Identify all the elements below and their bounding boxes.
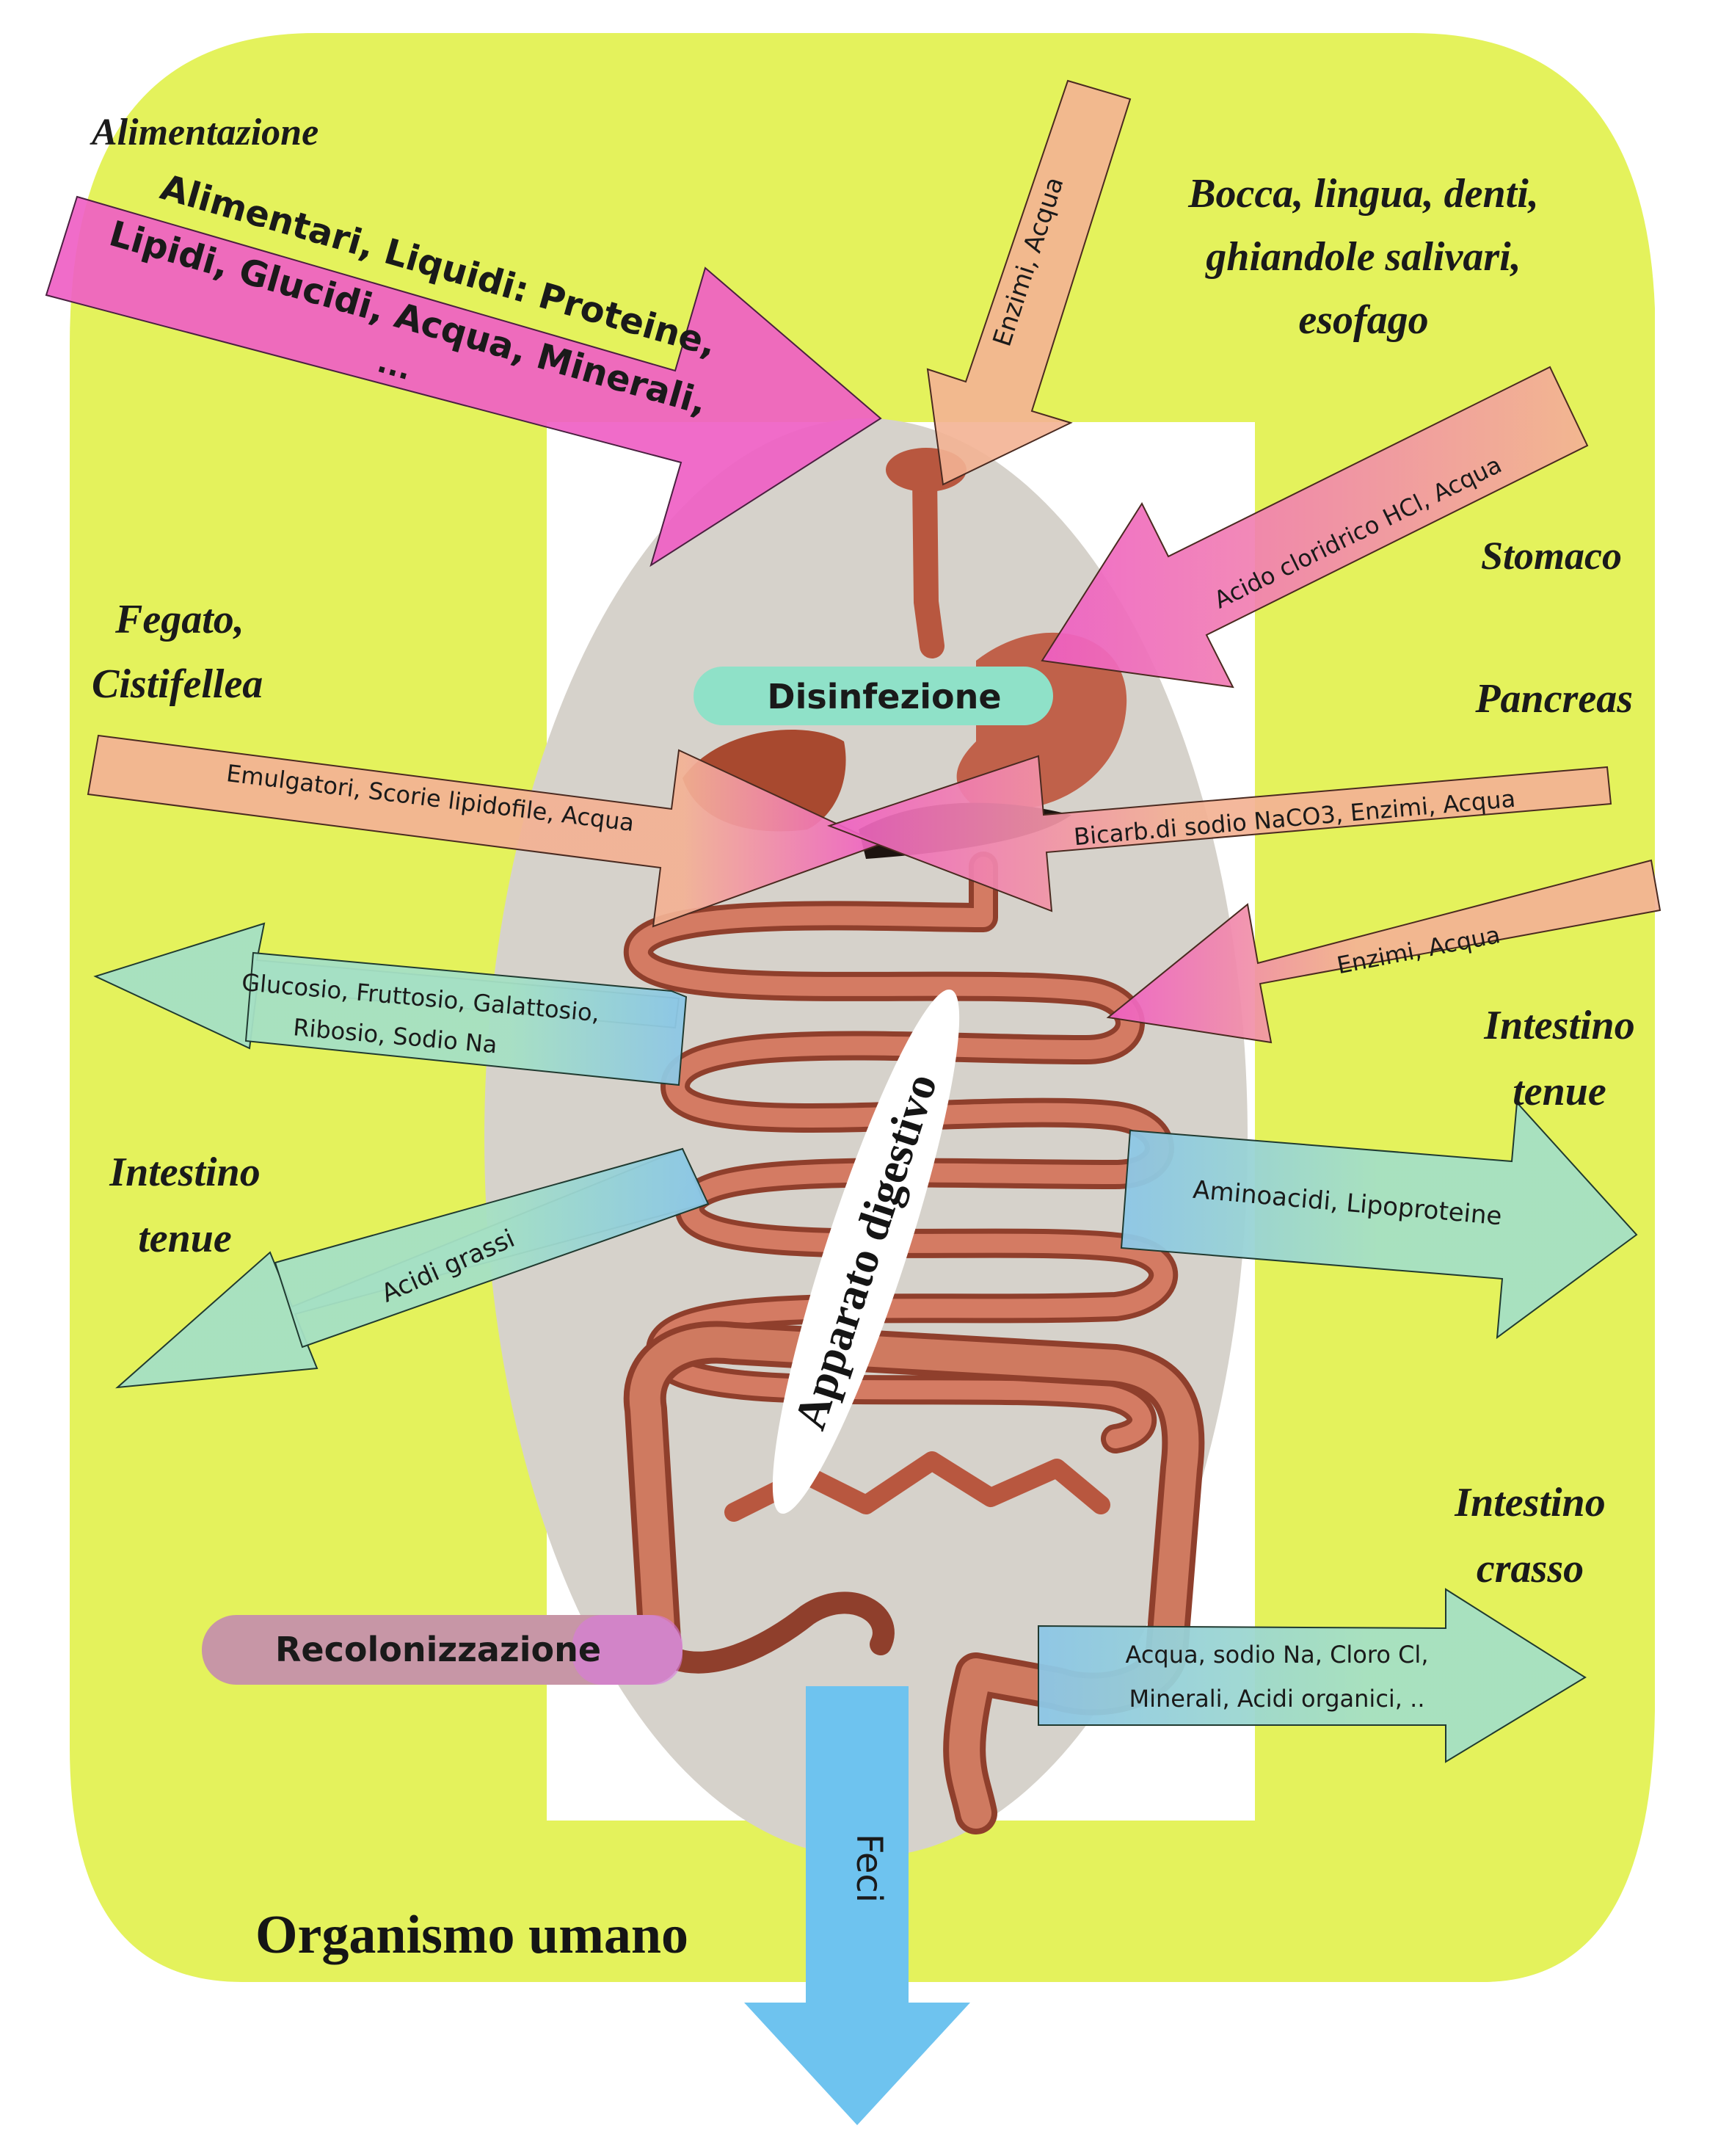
bicarbonato-arrow [827, 755, 1612, 912]
recolonizzazione-pill-tail [572, 1615, 683, 1685]
label-intestino-tenue-right-line2: tenue [1513, 1069, 1606, 1114]
enzimi-mid-arrow [1106, 859, 1661, 1044]
label-bocca-line2: ghiandole salivari, [1204, 234, 1521, 280]
label-recolonizzazione: Recolonizzazione [275, 1630, 601, 1669]
aminoacidi-arrow [1120, 1100, 1638, 1340]
label-feci: Feci [848, 1834, 889, 1903]
label-fegato-line1: Fegato, [114, 597, 244, 642]
food-intake-arrow [45, 195, 882, 567]
disinfezione-pill [694, 667, 1053, 725]
label-stomaco: Stomaco [1481, 534, 1622, 578]
label-bocca-line1: Bocca, lingua, denti, [1187, 171, 1539, 217]
label-bocca-line3: esofago [1298, 297, 1428, 343]
label-pancreas: Pancreas [1474, 676, 1633, 722]
label-disinfezione: Disinfezione [767, 677, 1001, 716]
label-intestino-crasso-line1: Intestino [1454, 1480, 1605, 1525]
emulgatori-arrow [87, 734, 883, 928]
acidi-grassi-arrow-body [274, 1147, 710, 1349]
acido-cloridrico-arrow [1041, 366, 1589, 689]
enzimi-top-arrow [926, 79, 1132, 486]
recolonizzazione-pill [202, 1615, 683, 1685]
glucosio-arrow-body [244, 951, 688, 1086]
label-intestino-tenue-left-line1: Intestino [109, 1150, 260, 1195]
label-intestino-crasso-line2: crasso [1477, 1546, 1584, 1591]
acqua-minerali-arrow [1038, 1588, 1587, 1763]
acqua-line1: Acqua, sodio Na, Cloro Cl, [1126, 1641, 1429, 1669]
label-fegato-line2: Cistifellea [92, 661, 263, 707]
label-organismo-umano: Organismo umano [255, 1905, 688, 1965]
apparato-digestivo-ellipse [772, 989, 960, 1514]
label-alimentazione: Alimentazione [90, 112, 319, 153]
label-intestino-tenue-right-line1: Intestino [1483, 1003, 1634, 1048]
feci-arrow [744, 1686, 970, 2125]
acqua-line2: Minerali, Acidi organici, .. [1129, 1685, 1425, 1713]
label-intestino-tenue-left-line2: tenue [138, 1216, 232, 1261]
